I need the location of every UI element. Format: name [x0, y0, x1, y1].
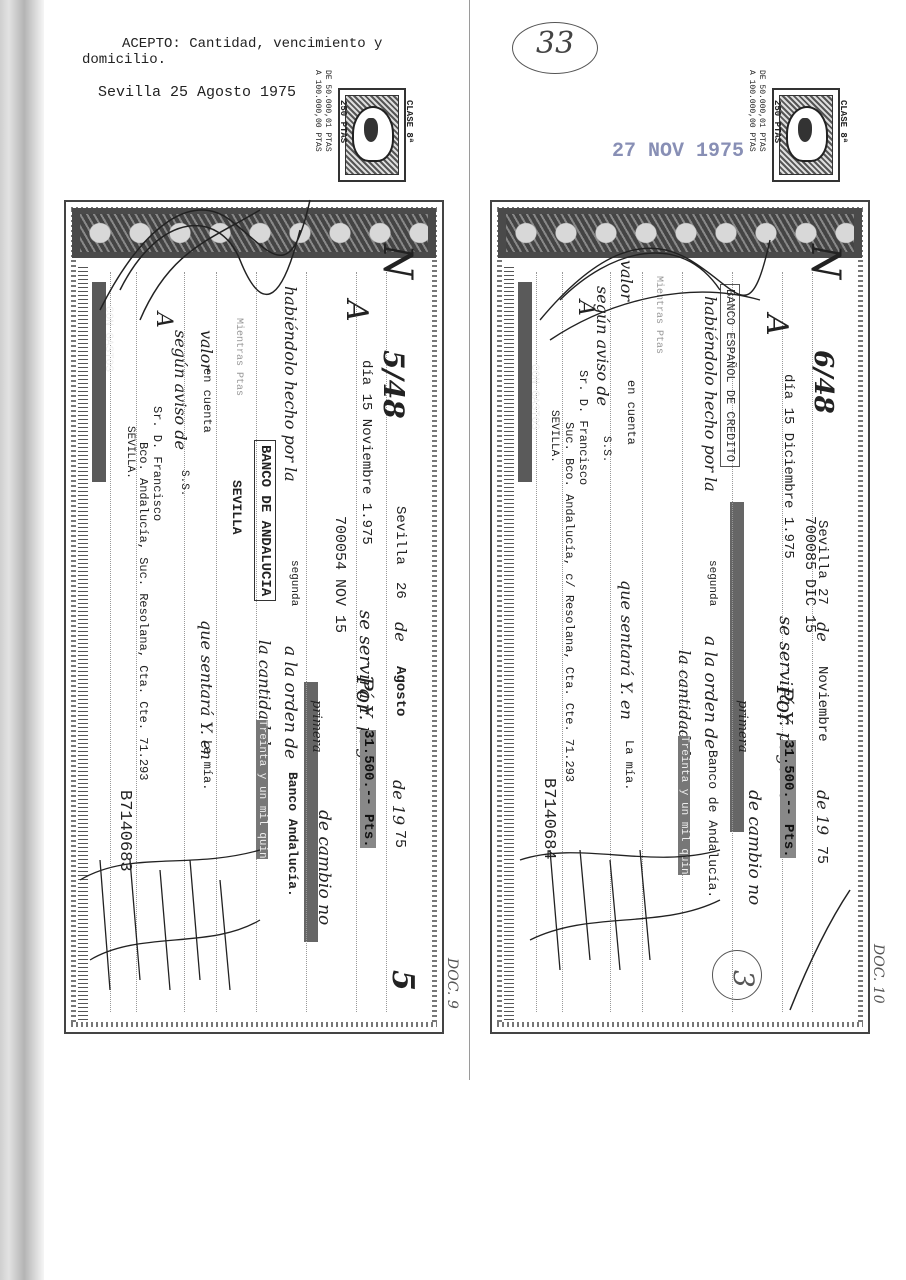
bill-left-day: 26 [392, 582, 408, 599]
bill-left-order-word: segunda [288, 560, 300, 607]
bill-right-year-suffix: 75 [813, 846, 830, 865]
bill-right-signature-circle [712, 950, 762, 1000]
bill-left-year-suffix: 75 [391, 830, 408, 849]
bill-right-value-text: en cuenta [624, 380, 638, 445]
tax-stamp-right [772, 88, 840, 182]
bill-right-amount: 31.500.-- Pts. [780, 740, 796, 858]
tax-stamp-left [338, 88, 406, 182]
bill-right-number: 6/48 [808, 350, 838, 414]
bill-left-closing: La mía. [200, 740, 214, 791]
bill-left-boilerplate-4: a la orden de [280, 646, 300, 760]
bill-left-first-word: primera [309, 700, 324, 753]
bank-received-stamp: 27 NOV 1975 [612, 140, 745, 163]
bill-left-signature-lower [79, 849, 261, 991]
bill-left-drawee-city: SEVILLA. [124, 426, 136, 479]
bill-right-year-prefix: de 19 [813, 790, 832, 836]
tax-stamp-range1-left: DE 50.000,01 PTAS [323, 70, 332, 152]
bill-right-signature [539, 239, 771, 341]
fold-line [469, 0, 470, 1080]
bill-right-corner-note: DOC. 10 [870, 944, 886, 1004]
tax-stamp-range1-right: DE 50.000,01 PTAS [757, 70, 766, 152]
bill-right-por: Por [771, 686, 796, 724]
bill-left-bank-stamp-city: SEVILLA [229, 480, 244, 535]
tax-stamp-range2-left: A 100.000,00 PTAS [313, 70, 322, 152]
archive-mark-circle [512, 22, 598, 74]
bill-right-side-label: CON GASTOS [528, 364, 540, 431]
bill-left-signature-number: 5 [385, 970, 420, 991]
bill-left-drawee-address: Bco. Andalucía, Suc. Resolana, Cta. Cte.… [136, 442, 150, 781]
bill-left-maturity: día 15 Noviembre 1.975 [358, 360, 374, 545]
bill-right-boilerplate-2: de cambio no [744, 790, 764, 906]
bill-left [64, 200, 444, 1034]
bill-left-advice: S.S. [178, 470, 190, 497]
bill-left-por: Por [351, 676, 376, 714]
bill-right-flourish [789, 889, 851, 1011]
bill-left-de: de [391, 622, 410, 642]
bill-right-order-word: segunda [706, 560, 718, 607]
bill-right-signature-lower [519, 849, 721, 971]
bill-right-drawee-city: SEVILLA. [548, 410, 560, 463]
bill-right-drawee-name: Sr. D. Francisco [576, 370, 590, 486]
acceptance-line-1: ACEPTO: Cantidad, vencimiento y [122, 36, 383, 52]
ornament-band [72, 208, 436, 258]
bill-left-number-prefix: N [374, 244, 420, 279]
bill-left-amount-words: Treinta y un mil quin [256, 720, 268, 859]
bill-left-number: 5/48 [377, 350, 410, 419]
tax-stamp-class-left: CLASE 8ª [404, 100, 414, 144]
bill-right-boilerplate-7: que sentará Y. en [617, 580, 636, 720]
bill-right-maturity: día 15 Diciembre 1.975 [780, 374, 796, 559]
bill-left-a: A [339, 300, 374, 322]
bill-right-month: Noviembre [814, 666, 830, 742]
scan-edge [0, 0, 44, 1280]
bill-left-received-stamp: 700054 NOV 15 [331, 516, 348, 634]
bill-left-boilerplate-8: según aviso de [171, 330, 190, 450]
ornament-band [498, 208, 862, 258]
tax-stamp-value-left: 250 PTAS [338, 100, 348, 144]
bill-right-closing: La mía. [622, 740, 636, 791]
acceptance-line-2: domicilio. [82, 52, 167, 68]
bill-left-corner-note: DOC. 9 [444, 958, 460, 1009]
bill-left-month: Agosto [392, 666, 408, 717]
bill-left-year-prefix: de 19 [389, 780, 408, 826]
bill-left-value-text: en cuenta [200, 368, 214, 433]
acceptance-date: Sevilla 25 Agosto 1975 [98, 84, 297, 101]
archive-mark: 33 [536, 26, 575, 61]
bill-left-signature [99, 199, 311, 321]
bill-left-drawee-name: Sr. D. Francisco [150, 406, 164, 522]
bill-right-boilerplate-4: a la orden de [700, 636, 720, 750]
bill-left-boilerplate-6: valor [197, 330, 216, 371]
bill-right-drawee-address: Suc. Bco. Andalucía, c/ Resolana, Cta. C… [562, 422, 576, 783]
tax-stamp-class-right: CLASE 8ª [838, 100, 848, 144]
bill-left-payee: Banco Andalucía. [285, 772, 300, 897]
bill-left-amount: 31.500.-- Pts. [360, 730, 376, 848]
tax-stamp-value-right: 250 PTAS [772, 100, 782, 144]
bill-left-place: Sevilla [392, 506, 408, 565]
bill-left-boilerplate-7: que sentará Y. en [197, 620, 216, 760]
bill-left-boilerplate-2: de cambio no [314, 810, 334, 926]
bill-right-number-prefix: N [802, 244, 848, 279]
bill-right-received-stamp: 700085 DIC 15 [801, 516, 818, 634]
bill-right-first-word: primera [735, 700, 750, 753]
tax-stamp-range2-right: A 100.000,00 PTAS [747, 70, 756, 152]
bill-left-bank-stamp: BANCO DE ANDALUCIA [254, 440, 276, 602]
bill-right-advice: S.S. [600, 436, 612, 463]
